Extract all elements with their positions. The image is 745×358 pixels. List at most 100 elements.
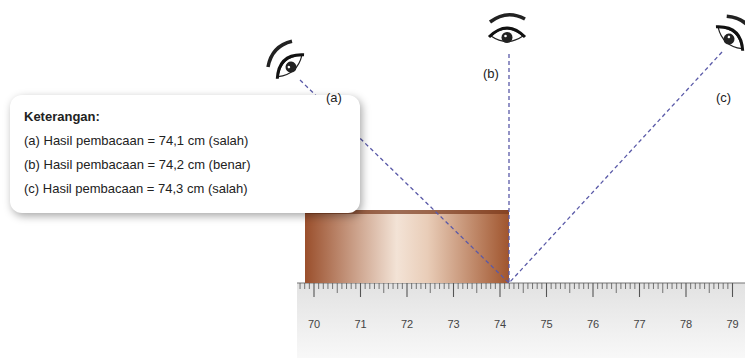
ruler-tick <box>732 283 733 297</box>
ruler-tick <box>327 283 328 289</box>
legend-line: (a) Hasil pembacaan = 74,1 cm (salah) <box>24 133 342 149</box>
ruler-tick <box>690 283 691 289</box>
ruler-tick <box>434 283 435 289</box>
ruler-tick <box>504 283 505 289</box>
measured-block <box>305 210 509 283</box>
ruler-tick <box>537 283 538 289</box>
ruler-tick <box>351 283 352 289</box>
ruler-tick <box>602 283 603 289</box>
ruler-tick <box>634 283 635 289</box>
ruler-tick <box>565 283 566 289</box>
ruler-tick <box>709 283 710 293</box>
ruler-tick <box>518 283 519 289</box>
ruler-tick <box>695 283 696 289</box>
ruler-tick <box>360 283 361 297</box>
ruler-tick <box>681 283 682 289</box>
ruler-tick <box>425 283 426 289</box>
ruler-tick <box>472 283 473 289</box>
ruler-tick <box>644 283 645 289</box>
ruler-tick <box>499 283 500 297</box>
ruler-tick <box>560 283 561 289</box>
ruler-tick <box>476 283 477 293</box>
ruler-tick <box>369 283 370 289</box>
ruler-tick <box>718 283 719 289</box>
ruler-tick <box>546 283 547 297</box>
ruler-tick <box>630 283 631 289</box>
ruler-tick <box>365 283 366 289</box>
ruler-tick <box>337 283 338 293</box>
ruler-tick <box>704 283 705 289</box>
legend-callout-box: Keterangan: (a) Hasil pembacaan = 74,1 cm… <box>10 95 360 213</box>
ruler-tick <box>383 283 384 293</box>
ruler-tick <box>323 283 324 289</box>
scale-number: 75 <box>540 317 552 332</box>
ruler-tick <box>527 283 528 289</box>
ruler-tick <box>304 283 305 289</box>
eye-label: (a) <box>326 90 342 105</box>
legend-line: (c) Hasil pembacaan = 74,3 cm (salah) <box>24 181 342 197</box>
ruler-tick <box>727 283 728 289</box>
ruler-tick <box>318 283 319 289</box>
ruler-tick <box>430 283 431 293</box>
legend-line: (b) Hasil pembacaan = 74,2 cm (benar) <box>24 157 342 173</box>
ruler-tick <box>309 283 310 289</box>
ruler-tick <box>481 283 482 289</box>
ruler-tick <box>346 283 347 289</box>
ruler-tick <box>713 283 714 289</box>
scale-number: 74 <box>494 317 506 332</box>
ruler-tick <box>355 283 356 289</box>
ruler-tick <box>579 283 580 289</box>
ruler-ticks <box>300 283 732 297</box>
ruler-tick <box>374 283 375 289</box>
ruler-tick <box>606 283 607 289</box>
ruler-tick <box>379 283 380 289</box>
ruler-tick <box>509 283 510 289</box>
ruler-tick <box>723 283 724 289</box>
ruler-tick <box>583 283 584 289</box>
ruler-tick <box>532 283 533 289</box>
ruler-tick <box>439 283 440 289</box>
ruler-tick <box>672 283 673 289</box>
ruler-tick <box>611 283 612 289</box>
ruler-tick <box>588 283 589 289</box>
ruler-tick <box>648 283 649 289</box>
scale-number: 79 <box>726 317 738 332</box>
ruler-tick <box>420 283 421 289</box>
sight-line <box>508 54 509 283</box>
ruler-tick <box>676 283 677 289</box>
ruler-tick <box>513 283 514 289</box>
ruler-tick <box>388 283 389 289</box>
ruler-tick <box>393 283 394 289</box>
ruler-tick <box>658 283 659 289</box>
ruler-tick <box>685 283 686 297</box>
ruler-tick <box>397 283 398 289</box>
ruler-tick <box>453 283 454 297</box>
ruler-tick <box>569 283 570 293</box>
ruler-tick <box>467 283 468 289</box>
ruler-tick <box>592 283 593 297</box>
ruler-tick <box>574 283 575 289</box>
scale-number: 76 <box>587 317 599 332</box>
ruler-tick <box>653 283 654 289</box>
scale-number: 72 <box>401 317 413 332</box>
ruler-tick <box>495 283 496 289</box>
ruler-tick <box>667 283 668 289</box>
ruler-tick <box>416 283 417 289</box>
scale-number: 73 <box>447 317 459 332</box>
ruler-tick <box>332 283 333 289</box>
ruler-tick <box>444 283 445 289</box>
legend-heading: Keterangan: <box>24 109 342 125</box>
scale-number: 78 <box>680 317 692 332</box>
ruler-tick <box>662 283 663 293</box>
scale-number: 71 <box>354 317 366 332</box>
ruler-tick <box>541 283 542 289</box>
eye-label: (b) <box>483 66 499 81</box>
scale-number: 77 <box>633 317 645 332</box>
ruler-tick <box>411 283 412 289</box>
eye <box>712 10 745 55</box>
ruler-tick <box>616 283 617 293</box>
ruler-tick <box>462 283 463 289</box>
ruler-tick <box>341 283 342 289</box>
ruler-tick <box>639 283 640 297</box>
ruler-tick <box>448 283 449 289</box>
